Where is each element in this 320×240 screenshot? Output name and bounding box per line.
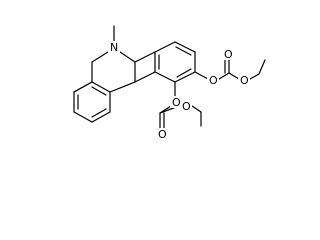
bond-lower-o2-ch2 — [191, 105, 202, 113]
bond-ring-b-5 — [154, 71, 176, 83]
bond-ring-b-4 — [174, 71, 196, 83]
atom-label-o-lower-carbonyl: O — [158, 128, 167, 141]
bond-c6a-c7 — [134, 51, 156, 63]
bond-ring-a-c6a — [109, 81, 136, 93]
atom-label-o-upper-carbonyl: O — [224, 48, 233, 61]
bond-upper-c-o2 — [228, 72, 240, 80]
bond-n-ch2 — [91, 51, 109, 63]
atom-label-o-lower-ethoxy: O — [182, 100, 191, 113]
atom-label-o-upper-ethoxy: O — [240, 74, 249, 87]
bond-ring-a-d3 — [91, 86, 107, 96]
bond-ring-a-3 — [91, 111, 111, 123]
bond-ring-b-2 — [174, 41, 196, 53]
atom-label-o-upper-ring: O — [209, 74, 218, 87]
bond-upper-ch2-ch3 — [258, 59, 266, 75]
bond-upper-o2-ch2 — [249, 73, 260, 80]
bond-n-c6a — [119, 51, 136, 63]
atom-label-n: N — [110, 41, 118, 54]
bond-ring-b-1 — [154, 41, 176, 53]
bond-ring-a-4 — [73, 111, 93, 123]
structure-diagram: N O O O O O O — [73, 25, 266, 141]
bond-ring-b-d1 — [175, 46, 192, 56]
bonds — [73, 25, 266, 129]
atom-label-o-lower-ring: O — [172, 96, 181, 109]
bond-upper-o-c — [218, 72, 230, 80]
bond-ring-b-d2 — [176, 68, 192, 78]
bond-upper-ring-o — [194, 71, 209, 80]
bond-ring-a-d2 — [91, 108, 107, 118]
molecule-canvas: N O O O O O O — [73, 25, 266, 141]
bond-ring-a-6 — [73, 81, 93, 93]
bond-biaryl — [134, 71, 156, 83]
bond-ring-a-1 — [91, 81, 111, 93]
atom-labels: N O O O O O O — [108, 41, 250, 141]
